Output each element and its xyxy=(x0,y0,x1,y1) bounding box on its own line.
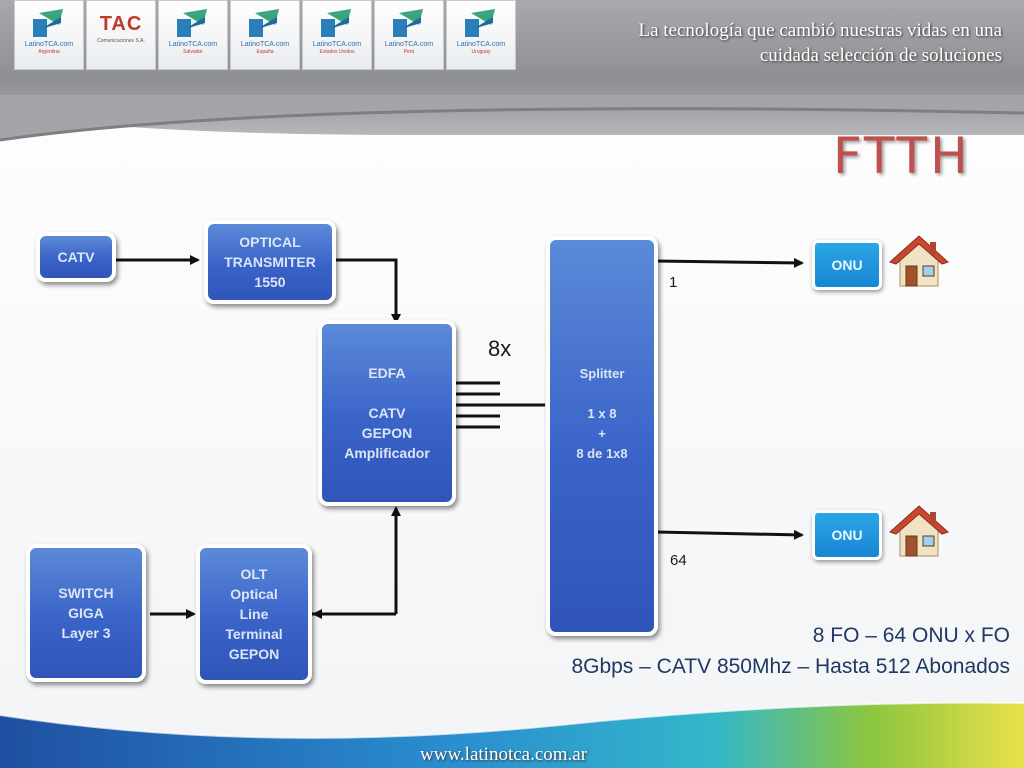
logo-name: LatinoTCA.com xyxy=(24,41,74,48)
splitter-line1: Splitter xyxy=(579,366,625,381)
logo-tac-name: TAC xyxy=(99,13,143,35)
catv-block[interactable]: CATV xyxy=(36,232,116,282)
logo-tac[interactable]: TAC Comunicaciones S.A. xyxy=(86,0,156,70)
logo-tac-sub: Comunicaciones S.A. xyxy=(97,38,145,44)
splitter-line3: 1 x 8 xyxy=(587,406,617,421)
logo-name: LatinoTCA.com xyxy=(168,41,218,48)
splitter-line4: + xyxy=(598,426,606,441)
catv-label: CATV xyxy=(57,249,95,265)
switch-line3: Layer 3 xyxy=(61,625,111,641)
logo-name: LatinoTCA.com xyxy=(240,41,290,48)
logo-country: Uruguay xyxy=(471,49,491,55)
port-last-label: 64 xyxy=(670,552,687,569)
footer-url[interactable]: www.latinotca.com.ar xyxy=(420,744,588,765)
latinotca-logo-icon xyxy=(33,9,63,37)
port-first-label: 1 xyxy=(669,274,678,291)
logo-latinotca-peru[interactable]: LatinoTCA.com Perú xyxy=(374,0,444,70)
house-icon xyxy=(889,505,949,557)
header-curve xyxy=(0,95,1024,142)
transmitter-line1: OPTICAL xyxy=(239,234,301,250)
logo-latinotca-uruguay[interactable]: LatinoTCA.com Uruguay xyxy=(446,0,516,70)
edfa-line3: CATV xyxy=(368,405,406,421)
header-tagline: La tecnología que cambió nuestras vidas … xyxy=(542,18,1002,68)
olt-line5: GEPON xyxy=(228,646,280,662)
footer-wave xyxy=(0,701,1024,768)
onu-bottom-label: ONU xyxy=(831,527,863,543)
onu-bottom-block[interactable]: ONU xyxy=(812,510,882,560)
fiber-multiplier-label: 8x xyxy=(488,336,512,361)
logo-country: Estados Unidos xyxy=(319,49,355,55)
olt-line3: Line xyxy=(239,606,269,622)
latinotca-logo-icon xyxy=(177,9,207,37)
arrow-splitter-to-onu-top xyxy=(655,257,804,268)
logo-name: LatinoTCA.com xyxy=(456,41,506,48)
logo-name: LatinoTCA.com xyxy=(384,41,434,48)
splitter-line5: 8 de 1x8 xyxy=(576,446,628,461)
summary-line1: 8 FO – 64 ONU x FO xyxy=(812,624,1010,647)
edfa-block[interactable]: EDFA CATV GEPON Amplificador xyxy=(318,320,456,506)
latinotca-logo-icon xyxy=(321,9,351,37)
summary-line2: 8Gbps – CATV 850Mhz – Hasta 512 Abonados xyxy=(571,655,1010,678)
logo-country: Perú xyxy=(403,49,415,55)
logo-latinotca-salvador[interactable]: LatinoTCA.com Salvador xyxy=(158,0,228,70)
tagline-line2: cuidada selección de soluciones xyxy=(759,45,1002,66)
onu-top-label: ONU xyxy=(831,257,863,273)
latinotca-logo-icon xyxy=(465,9,495,37)
switch-line1: SWITCH xyxy=(58,585,114,601)
partner-logos: LatinoTCA.com Argentina TAC Comunicacion… xyxy=(14,0,516,70)
edfa-line5: Amplificador xyxy=(344,445,430,461)
splitter-block[interactable]: Splitter 1 x 8 + 8 de 1x8 xyxy=(546,236,658,636)
olt-block[interactable]: OLT Optical Line Terminal GEPON xyxy=(196,544,312,684)
logo-latinotca-usa[interactable]: LatinoTCA.com Estados Unidos xyxy=(302,0,372,70)
switch-block[interactable]: SWITCH GIGA Layer 3 xyxy=(26,544,146,682)
logo-latinotca-argentina[interactable]: LatinoTCA.com Argentina xyxy=(14,0,84,70)
olt-line1: OLT xyxy=(240,566,268,582)
transmitter-line3: 1550 xyxy=(254,274,286,290)
logo-name: LatinoTCA.com xyxy=(312,41,362,48)
onu-top-block[interactable]: ONU xyxy=(812,240,882,290)
edfa-line4: GEPON xyxy=(361,425,413,441)
logo-country: Argentina xyxy=(38,49,60,55)
logo-country: España xyxy=(256,49,274,55)
edfa-fiber-bundle xyxy=(456,381,545,429)
latinotca-logo-icon xyxy=(249,9,279,37)
optical-transmitter-block[interactable]: OPTICAL TRANSMITER 1550 xyxy=(204,220,336,304)
olt-line4: Terminal xyxy=(225,626,283,642)
arrow-splitter-to-onu-bottom xyxy=(655,529,804,540)
house-icon xyxy=(889,235,949,287)
tagline-line1: La tecnología que cambió nuestras vidas … xyxy=(638,20,1002,41)
page-title: FTTH xyxy=(833,127,971,185)
edfa-line1: EDFA xyxy=(368,365,406,381)
logo-country: Salvador xyxy=(183,49,203,55)
olt-line2: Optical xyxy=(230,586,278,602)
logo-latinotca-espana[interactable]: LatinoTCA.com España xyxy=(230,0,300,70)
latinotca-logo-icon xyxy=(393,9,423,37)
arrow-transmitter-to-edfa xyxy=(334,258,401,324)
transmitter-line2: TRANSMITER xyxy=(224,254,316,270)
switch-line2: GIGA xyxy=(68,605,104,621)
